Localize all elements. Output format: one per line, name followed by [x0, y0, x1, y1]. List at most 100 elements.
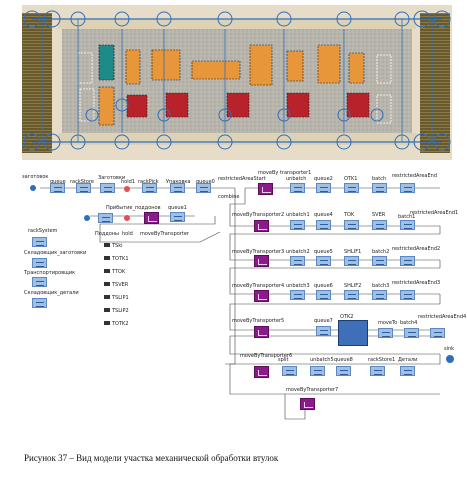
move-transporter4-block[interactable]	[254, 290, 269, 302]
shlif2-label: SHLIF2	[344, 283, 362, 289]
move-transporter5-label: moveByTransporter5	[232, 318, 285, 324]
tok-block[interactable]	[344, 220, 359, 230]
batch1-label: batch1	[398, 214, 416, 220]
move-to-label: moveTo	[378, 320, 398, 326]
rackstore-label: rackStore	[70, 179, 94, 185]
resource-ttok[interactable]: TTOK	[112, 269, 126, 275]
batch4-label: batch4	[400, 320, 418, 326]
storekeeper-parts-label: Складовщик_детали	[24, 290, 79, 296]
pallets-source[interactable]	[84, 215, 90, 221]
transporter-icon[interactable]	[32, 258, 47, 268]
layout-view	[22, 5, 452, 160]
storage-right-a	[376, 54, 392, 84]
transporter-block[interactable]	[32, 277, 47, 287]
move-transporter3-block[interactable]	[254, 255, 269, 267]
unbatch3-block[interactable]	[290, 290, 305, 300]
machine-5	[249, 44, 273, 86]
combine-label: combine	[218, 194, 240, 200]
batch-block[interactable]	[372, 183, 387, 193]
shlif2-block[interactable]	[344, 290, 359, 300]
unbatch2-block[interactable]	[290, 256, 305, 266]
move-by-transporter-block[interactable]	[144, 212, 159, 224]
queue4-block[interactable]	[316, 220, 331, 230]
restricted-end2-block[interactable]	[400, 256, 415, 266]
queue6-block[interactable]	[316, 290, 331, 300]
split-block[interactable]	[282, 366, 297, 376]
split-label: split	[278, 357, 289, 363]
unbatch1-block[interactable]	[290, 220, 305, 230]
batch1-block[interactable]	[400, 220, 415, 230]
queue8-block[interactable]	[336, 366, 351, 376]
unbatch-block[interactable]	[290, 183, 305, 193]
sver-label: SVER	[372, 212, 386, 218]
hold1-block[interactable]	[124, 186, 130, 192]
move-transporter1-block[interactable]	[258, 183, 273, 195]
queue0-block[interactable]	[196, 183, 211, 193]
resource-totk2[interactable]: TOTK2	[112, 321, 129, 327]
restricted-start-label: restrictedAreaStart	[218, 176, 266, 182]
move-to-block[interactable]	[378, 328, 393, 338]
otk1-block[interactable]	[344, 183, 359, 193]
batch2-block[interactable]	[372, 256, 387, 266]
queue-block[interactable]	[50, 183, 65, 193]
queue7-block[interactable]	[316, 326, 331, 336]
resource-tski[interactable]: TSki	[112, 243, 123, 249]
queue5-block[interactable]	[316, 256, 331, 266]
move-transporter1-label: moveBy transporter1	[258, 170, 312, 176]
resource-totk1[interactable]: TOTK1	[112, 256, 129, 262]
restricted-end-block[interactable]	[400, 183, 415, 193]
machine-6	[286, 50, 304, 82]
resource-tsver[interactable]: TSVER	[112, 282, 129, 288]
batch3-block[interactable]	[372, 290, 387, 300]
unbatch5-block[interactable]	[310, 366, 325, 376]
machine-1	[98, 86, 115, 126]
restricted-end3-block[interactable]	[400, 290, 415, 300]
move-transporter7-block[interactable]	[300, 398, 315, 410]
sink-block[interactable]	[446, 355, 454, 363]
rackstore-block[interactable]	[76, 183, 91, 193]
move-transporter3-label: moveByTransporter3	[232, 249, 285, 255]
red-machine-5	[346, 92, 370, 118]
queue1-block[interactable]	[170, 212, 185, 222]
restricted-end2-label: restrictedAreaEnd2	[392, 246, 441, 252]
machine-7	[317, 44, 341, 84]
machine-4	[191, 60, 241, 80]
transporter-label: Транспортировщик	[24, 270, 76, 276]
queue0-label: queue0	[196, 179, 215, 185]
queue2-block[interactable]	[316, 183, 331, 193]
move-transporter2-block[interactable]	[254, 220, 269, 232]
sver-block[interactable]	[372, 220, 387, 230]
resource-tslip2[interactable]: TSLIP2	[112, 308, 129, 314]
blanks-label: Заготовки	[98, 175, 126, 181]
hold-block[interactable]	[124, 215, 130, 221]
rackpick-block[interactable]	[142, 183, 157, 193]
restricted-end4-block[interactable]	[430, 328, 445, 338]
batch4-block[interactable]	[404, 328, 419, 338]
rackstore1-label: rackStore1	[368, 357, 396, 363]
otk2-block[interactable]	[338, 320, 368, 346]
source-block[interactable]	[30, 185, 36, 191]
red-machine-3	[226, 92, 250, 118]
resource-tslip1[interactable]: TSLIP1	[112, 295, 129, 301]
shlif1-block[interactable]	[344, 256, 359, 266]
tok-label: TOK	[344, 212, 355, 218]
storekeeper-blanks-label: Складовщик_заготовки	[24, 250, 87, 256]
move-transporter7-label: moveByTransporter7	[286, 387, 339, 393]
queue7-label: queue7	[314, 318, 333, 324]
hold1-label: hold1	[121, 179, 135, 185]
layout-svg	[22, 5, 452, 160]
batch-label: batch	[372, 176, 387, 182]
machine-8	[348, 52, 365, 84]
rack-system-label: rackSystem	[28, 228, 58, 234]
packing-block[interactable]	[170, 183, 185, 193]
storekeeper-parts-icon[interactable]	[32, 298, 47, 308]
parts-block[interactable]	[400, 366, 415, 376]
pallets-queue[interactable]	[98, 213, 113, 223]
rail-right	[420, 13, 450, 153]
rack-system-icon[interactable]	[32, 237, 47, 247]
move-transporter6-block[interactable]	[254, 366, 269, 378]
unbatch5-label: unbatch5	[310, 357, 334, 363]
move-transporter5-block[interactable]	[254, 326, 269, 338]
blanks-block[interactable]	[100, 183, 115, 193]
rackstore1-block[interactable]	[370, 366, 385, 376]
